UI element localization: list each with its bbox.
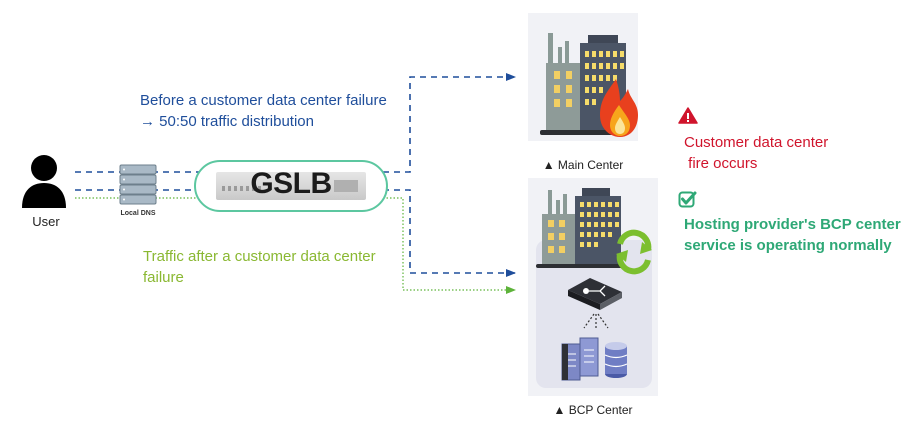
load-balancer-icon bbox=[568, 278, 622, 310]
bcp-status-line2: service is operating normally bbox=[684, 237, 892, 254]
main-center-panel bbox=[528, 13, 638, 141]
bcp-status-line1: Hosting provider's BCP center bbox=[684, 216, 901, 233]
sync-icon bbox=[616, 229, 652, 275]
bcp-center-caption: ▲ BCP Center bbox=[553, 403, 633, 417]
checkbox-checked-icon bbox=[678, 191, 697, 208]
user-node bbox=[20, 152, 68, 212]
bcp-center-panel bbox=[528, 178, 658, 396]
fire-alert-text: Customer data center fire occurs bbox=[684, 132, 828, 174]
before-failure-line1: Before a customer data center failure bbox=[140, 92, 387, 109]
main-center-caption: ▲ Main Center bbox=[542, 158, 624, 172]
gslb-appliance-image bbox=[216, 172, 366, 200]
database-icon bbox=[604, 342, 628, 378]
server-stack-icon bbox=[119, 164, 157, 205]
gslb-label: GSLB bbox=[250, 167, 332, 200]
bcp-status-text: Hosting provider's BCP center service is… bbox=[684, 214, 901, 256]
user-icon bbox=[22, 155, 66, 208]
before-failure-note: Before a customer data center failure → … bbox=[140, 90, 387, 132]
local-dns-label: Local DNS bbox=[120, 210, 156, 217]
burning-building-icon bbox=[540, 33, 638, 137]
user-label: User bbox=[32, 214, 60, 229]
local-dns-node bbox=[119, 164, 157, 211]
fire-alert-line1: Customer data center bbox=[684, 134, 829, 151]
after-failure-note: Traffic after a customer data center fai… bbox=[143, 246, 376, 288]
bcp-building-icon bbox=[536, 188, 652, 381]
gslb-node: GSLB bbox=[194, 160, 388, 212]
fire-alert-line2: fire occurs bbox=[684, 155, 758, 172]
warning-icon bbox=[678, 107, 698, 124]
before-failure-line2: → 50:50 traffic distribution bbox=[140, 113, 314, 130]
distribution-arrows-icon bbox=[583, 313, 609, 330]
failover-path-to-bcp bbox=[75, 197, 516, 294]
servers-icon bbox=[561, 337, 599, 381]
after-failure-line2: failure bbox=[143, 269, 184, 286]
after-failure-line1: Traffic after a customer data center bbox=[143, 248, 376, 265]
